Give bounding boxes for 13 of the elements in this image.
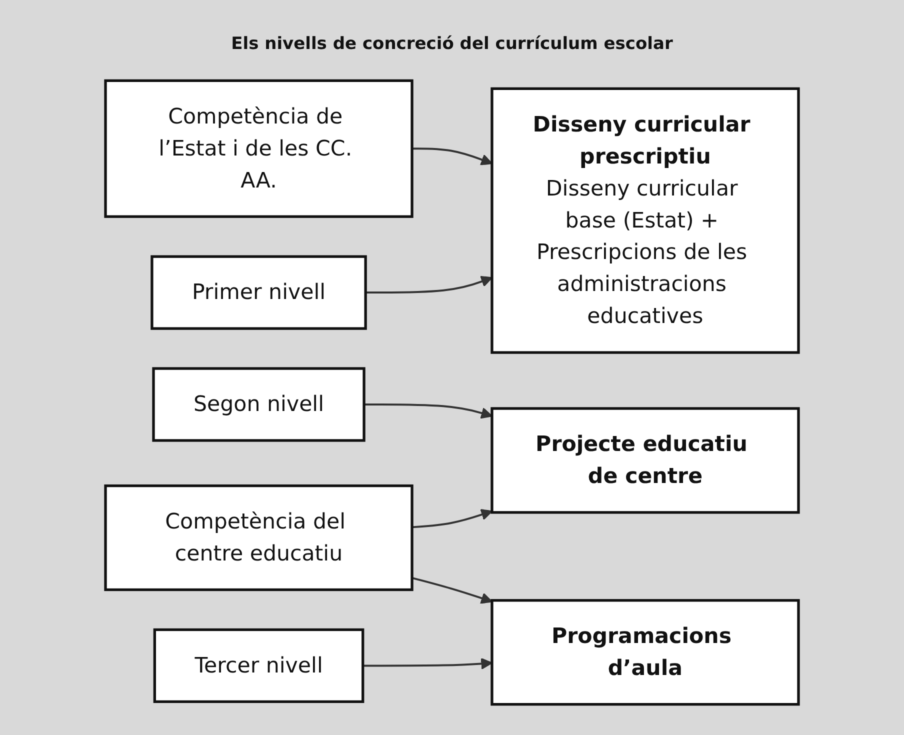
node-box: Competència del centre educatiu (104, 484, 414, 592)
node-box: Projecte educatiu de centre (490, 407, 800, 514)
node-box: Segon nivell (152, 367, 366, 442)
node-box: Programacions d’aula (490, 599, 800, 706)
node-box: Disseny curricular prescriptiu Disseny curricular base (Estat) + Prescripcions de les administracions educatives (490, 87, 800, 354)
diagram-title: Els nivells de concreció del currículum escolar (231, 34, 673, 54)
arrow (412, 576, 493, 604)
node-box: Competència de l’Estat i de les CC. AA. (104, 79, 414, 218)
arrow (362, 658, 492, 670)
node-box: Primer nivell (150, 255, 367, 330)
node-box: Tercer nivell (153, 628, 364, 703)
arrow (364, 404, 492, 419)
arrow (412, 508, 493, 528)
